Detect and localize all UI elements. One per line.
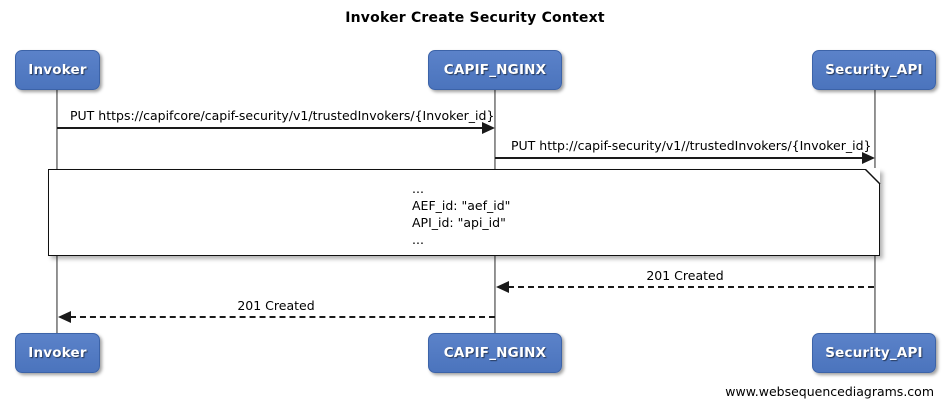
diagram-title: Invoker Create Security Context	[345, 10, 605, 26]
participant-capif-nginx-bottom[interactable]: CAPIF_NGINX	[428, 333, 562, 373]
participant-security-api-top[interactable]: Security_API	[812, 50, 936, 90]
participant-label: CAPIF_NGINX	[443, 62, 547, 78]
participant-label: Invoker	[28, 62, 87, 78]
footer-watermark: www.websequencediagrams.com	[725, 384, 934, 399]
message-line-4	[70, 316, 495, 318]
message-label-1: PUT https://capifcore/capif-security/v1/…	[70, 108, 495, 123]
message-label-2: PUT http://capif-security/v1//trustedInv…	[511, 138, 872, 153]
note-text: ... AEF_id: "aef_id" API_id: "api_id" ..…	[412, 181, 511, 247]
participant-capif-nginx-top[interactable]: CAPIF_NGINX	[428, 50, 562, 90]
participant-invoker-top[interactable]: Invoker	[15, 50, 100, 90]
message-label-3: 201 Created	[646, 268, 724, 283]
participant-label: CAPIF_NGINX	[443, 345, 547, 361]
participant-label: Security_API	[825, 62, 923, 78]
message-arrowhead-3	[496, 281, 509, 293]
message-arrowhead-1	[482, 122, 495, 134]
participant-label: Invoker	[28, 345, 87, 361]
message-line-1	[57, 127, 482, 129]
note-fold-line	[864, 168, 881, 185]
participant-security-api-bottom[interactable]: Security_API	[812, 333, 936, 373]
note-box	[48, 169, 880, 256]
message-arrowhead-2	[862, 152, 875, 164]
participant-label: Security_API	[825, 345, 923, 361]
message-line-3	[508, 286, 874, 288]
message-arrowhead-4	[58, 311, 71, 323]
participant-invoker-bottom[interactable]: Invoker	[15, 333, 100, 373]
message-label-4: 201 Created	[237, 298, 315, 313]
message-line-2	[495, 157, 862, 159]
